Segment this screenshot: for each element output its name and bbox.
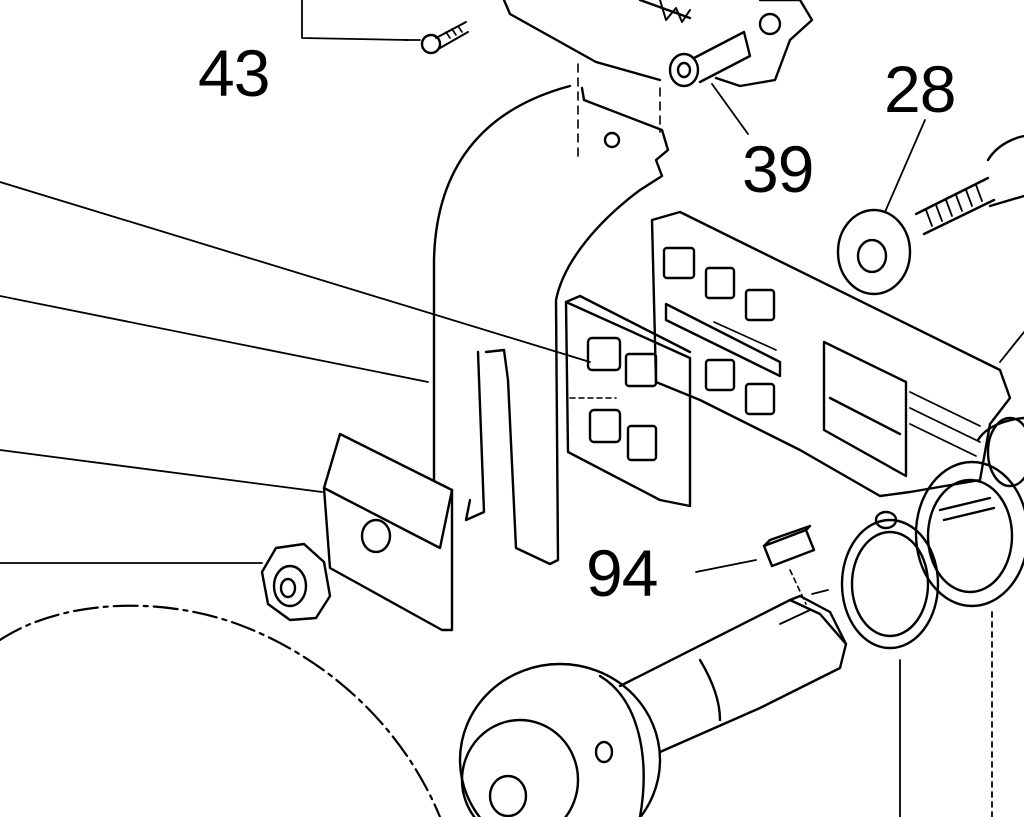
square-block (566, 296, 690, 506)
hex-nut (262, 544, 330, 620)
snap-ring (842, 512, 938, 648)
housing-outline-dashdot (0, 606, 440, 817)
screw-43 (422, 22, 468, 53)
top-bracket (504, 0, 812, 86)
cap-screw-39 (670, 32, 750, 86)
clamp-plate (324, 434, 452, 630)
callout-94: 94 (586, 536, 658, 610)
long-screw (916, 136, 1024, 234)
seal-ring (916, 418, 1024, 606)
washer-28 (838, 210, 910, 294)
callout-28: 28 (884, 52, 956, 126)
bracket-arm (652, 212, 1010, 496)
side-cover-plate (434, 64, 668, 564)
key-94 (764, 526, 814, 604)
callout-43: 43 (198, 36, 270, 110)
callout-39: 39 (742, 132, 814, 206)
drive-shaft (460, 590, 846, 817)
